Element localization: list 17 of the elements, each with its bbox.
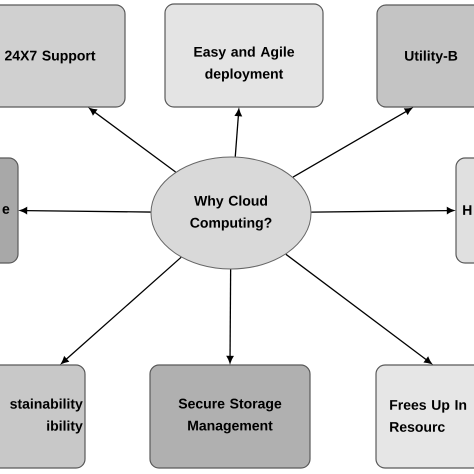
arrow	[286, 254, 432, 364]
rounded-box: 24X7 Support	[0, 4, 126, 108]
rounded-box: Utility-B	[376, 4, 474, 108]
ellipse-node: Why Cloud Computing?	[150, 156, 312, 270]
arrow	[311, 207, 454, 214]
arrow	[292, 108, 412, 178]
arrow	[234, 108, 242, 157]
arrow	[61, 256, 182, 364]
rounded-box: H	[455, 157, 474, 264]
rounded-box: stainability ibility	[0, 364, 86, 469]
rounded-box: e	[0, 157, 19, 264]
rounded-box: Easy and Agile deployment	[164, 3, 324, 108]
arrow	[20, 207, 151, 214]
arrow	[226, 270, 234, 364]
rounded-box: Frees Up In Resourc	[375, 364, 474, 469]
arrow	[89, 108, 176, 173]
rounded-box: Secure Storage Management	[149, 364, 311, 469]
